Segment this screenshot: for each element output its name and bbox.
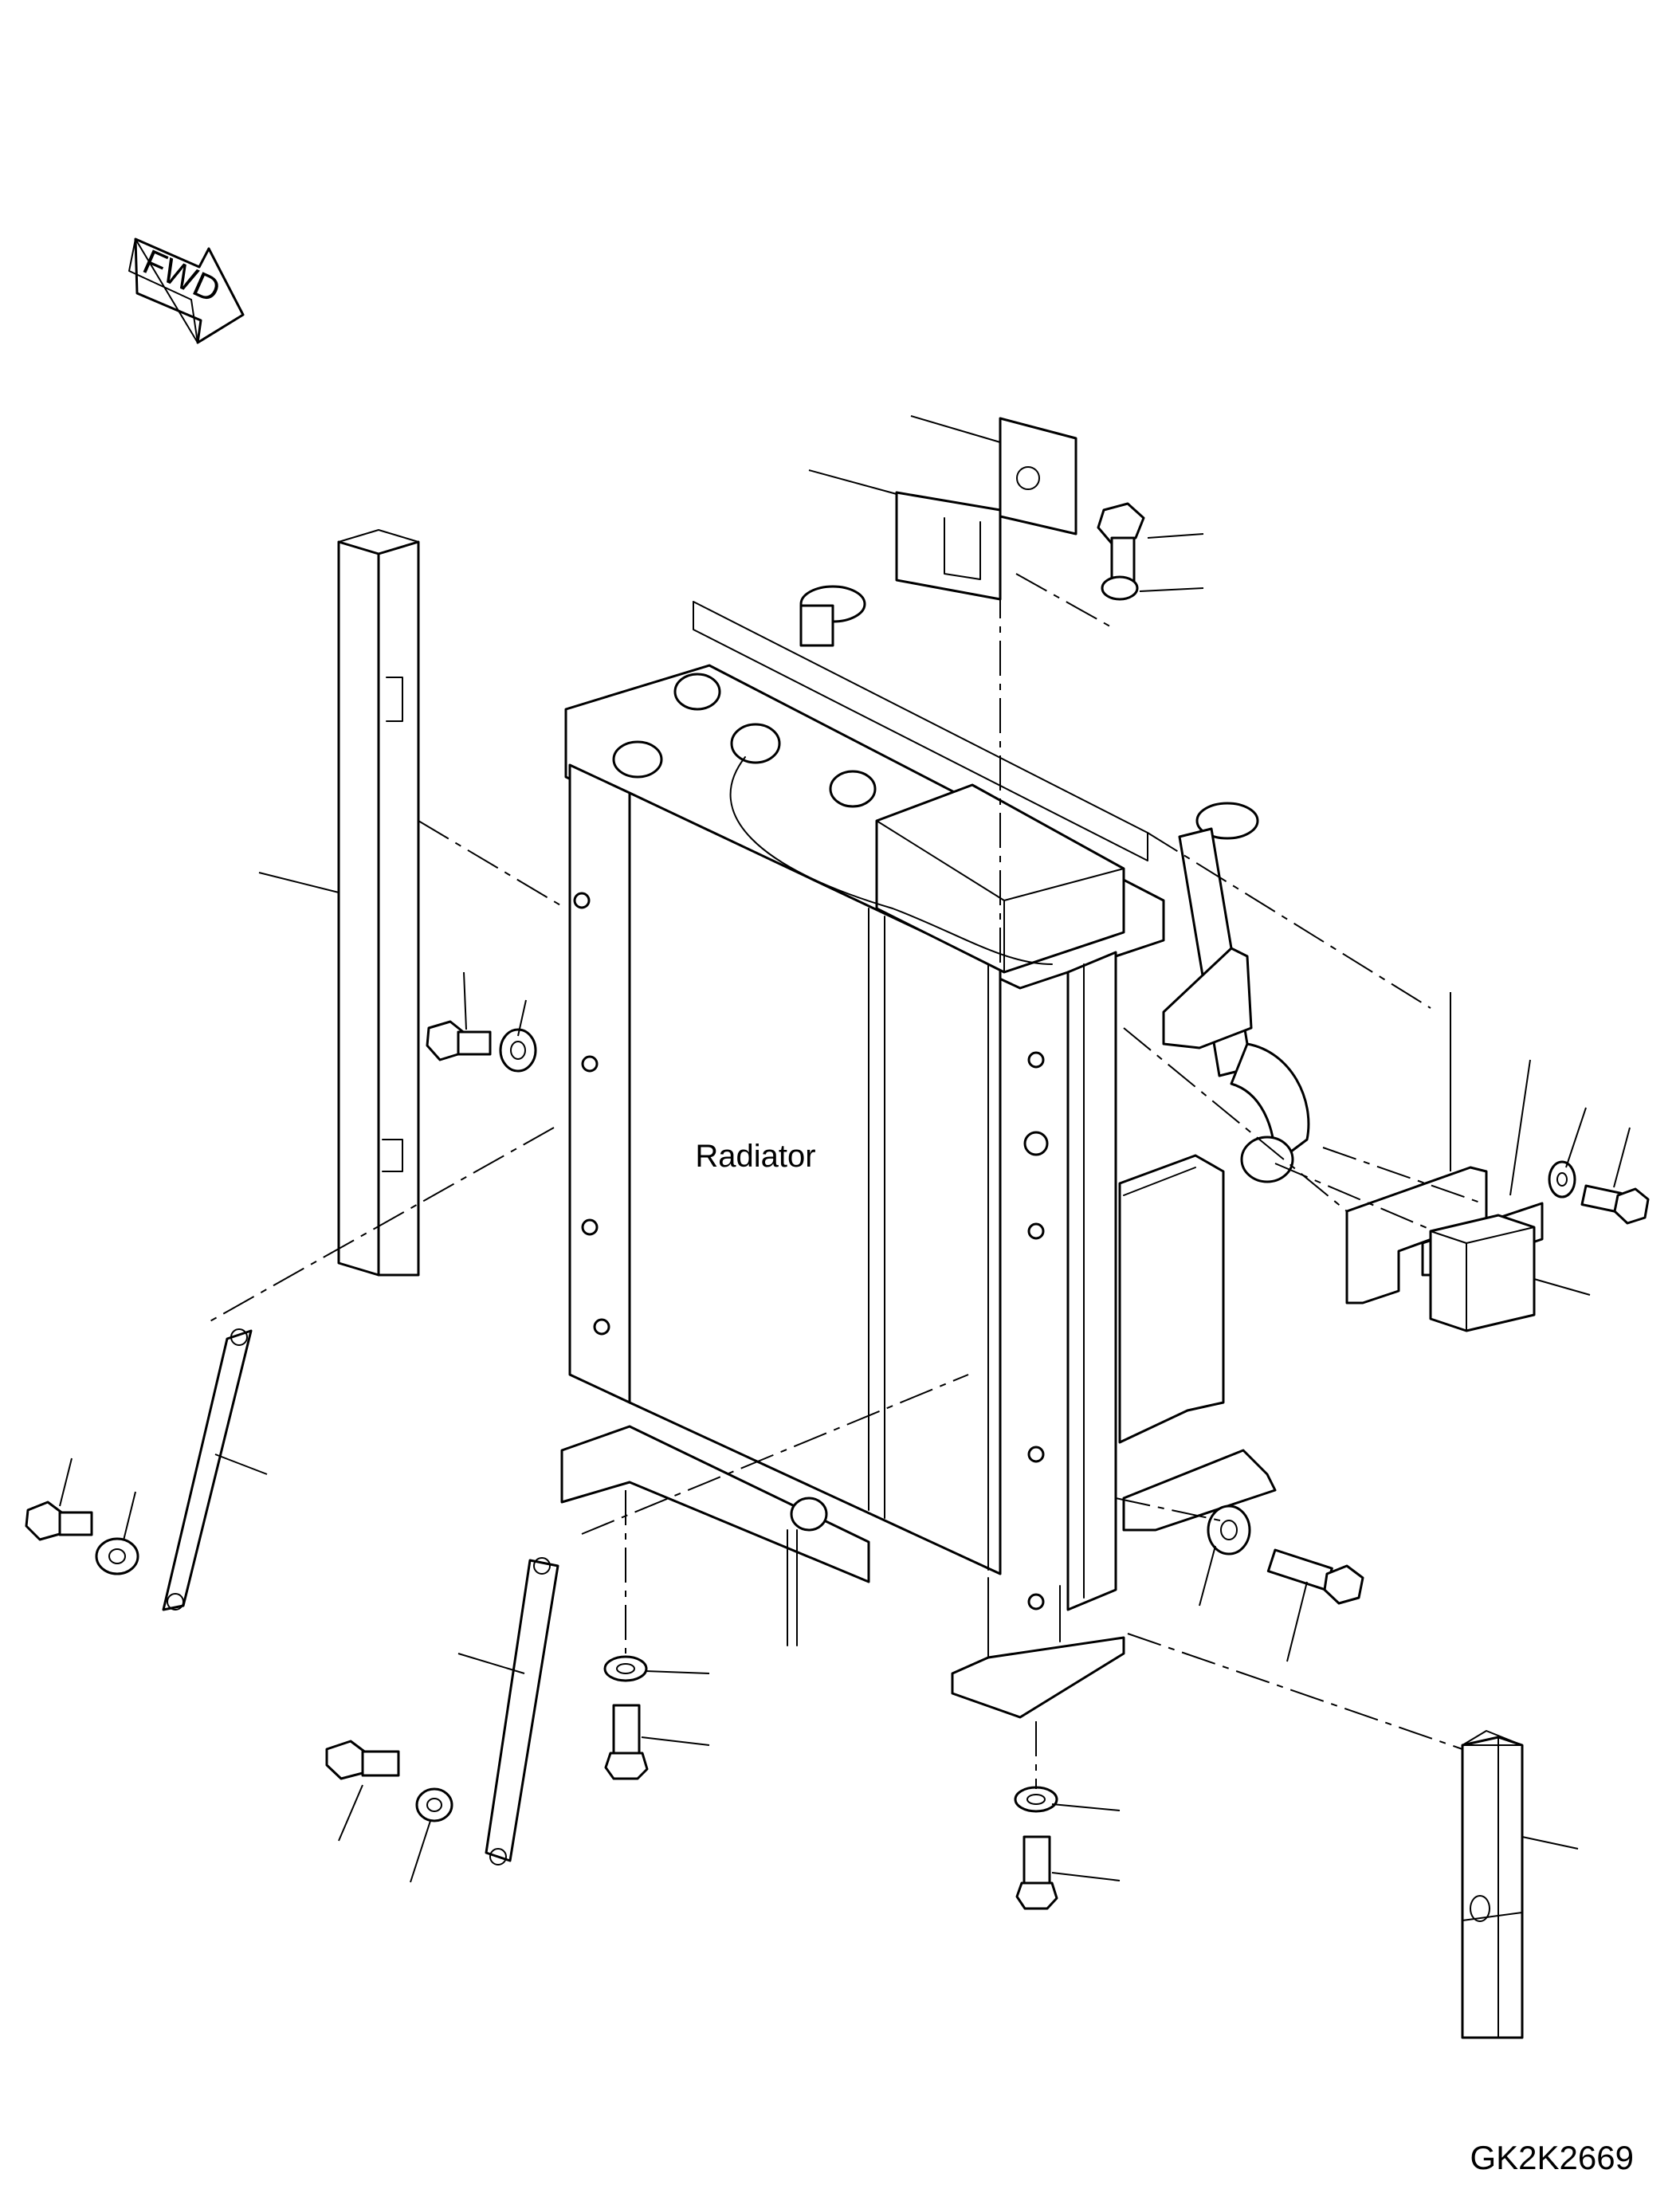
right-upper-bolt [1548, 1160, 1650, 1225]
leader-lines [59, 415, 1631, 1883]
left-mount-bolt [426, 1020, 537, 1073]
bottom-center-bolt-1 [603, 1655, 649, 1780]
assembly-lines [206, 526, 1483, 1789]
radiator-assembly [560, 585, 1310, 1719]
lower-stay-rod [485, 1557, 559, 1865]
bottom-left-bolt [325, 1740, 453, 1822]
top-shim-plate [895, 417, 1077, 601]
left-lower-bolt [25, 1501, 139, 1575]
upper-stay-rod [162, 1328, 253, 1611]
top-bolt [1097, 502, 1145, 601]
figure-code: GK2K2669 [1470, 2139, 1635, 2176]
right-block [1429, 1214, 1536, 1332]
left-upright-channel [337, 529, 420, 1277]
right-upright-post [1461, 1730, 1524, 2039]
right-lower-bolt [1207, 1505, 1364, 1605]
bottom-center-bolt-2 [1014, 1786, 1058, 1910]
fwd-arrow-icon: FWD [128, 237, 245, 344]
radiator-label: Radiator [695, 1139, 815, 1174]
